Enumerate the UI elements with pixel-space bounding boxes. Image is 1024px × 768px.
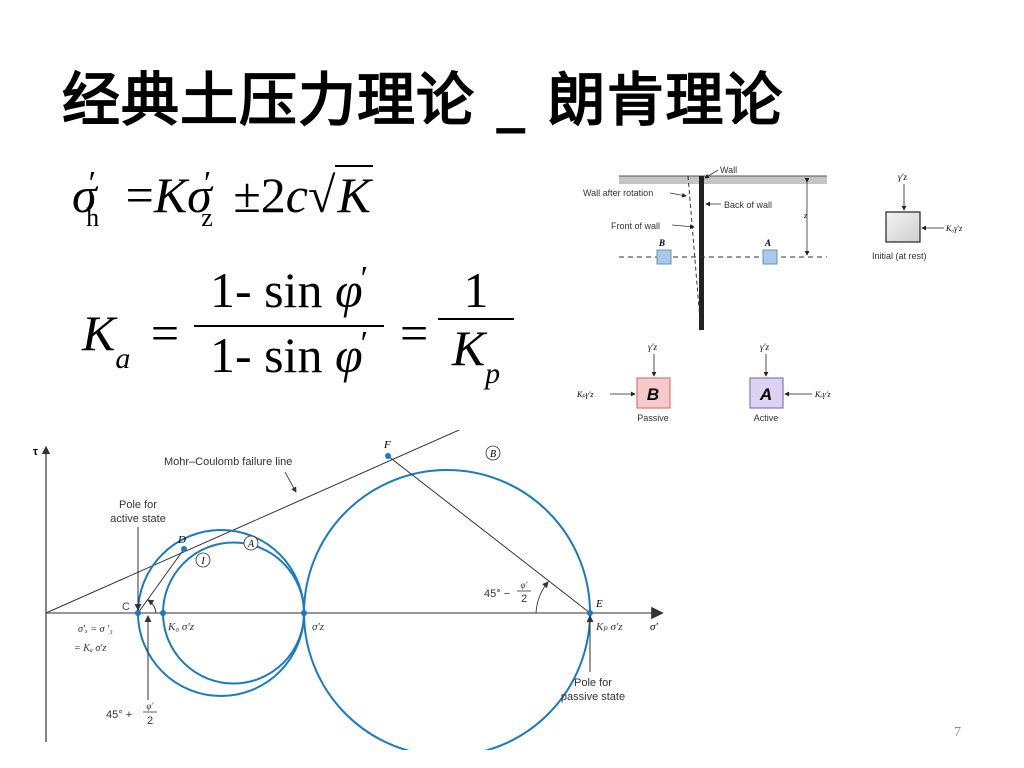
svg-text:φ': φ' [521,580,529,590]
point-c [135,610,141,616]
equals-sign: = [125,167,154,223]
k-symbol: K [153,167,188,223]
pole-passive-label-2: passive state [561,691,625,703]
initial-vertical-stress-label: γ'z [898,172,907,182]
tau-axis-label: τ [33,446,38,458]
mohr-circle-diagram: τ σ' Mohr–Coulomb failure line D F C E A… [33,430,664,750]
denominator-kp: Kp [451,320,501,390]
point-sigma-z [301,610,307,616]
wall-diagram: B A z Wall Wall after rotation Back of w… [576,165,963,423]
element-b-square [656,249,672,265]
slide-title: 经典土压力理论 _ 朗肯理论 [62,66,784,134]
pole-active-label-2: active state [110,513,166,525]
rotated-wall-line [687,175,701,321]
circle-passive-b [303,469,591,750]
element-a-square [762,249,778,265]
c-symbol: c [285,167,308,223]
active-horizontal-stress-label: Kₐγ'z [814,390,832,399]
ground-surface [619,176,827,184]
fraction-bar [194,325,384,327]
point-k0 [160,610,166,616]
equals-sign-2: = [400,305,429,361]
passive-element-square [636,377,671,409]
passive-horizontal-stress-label: Kₚγ'z [576,390,594,399]
sigma-x-label: σ'ₓ = σ '₃ [78,624,113,635]
sigma-symbol: σ [72,167,97,223]
denominator: 1- sin φ′ [209,325,369,383]
prime-mark-2: ′ [203,165,212,202]
svg-text:2: 2 [521,593,527,605]
kp-sigma-label: Kₚ σ'z [595,621,623,633]
sqrt-icon: √ [307,167,336,223]
subscript-a: a [115,342,131,375]
pole-line-active [137,548,185,614]
fraction-bar-2 [438,318,514,320]
sigma-symbol-2: σ [187,167,212,223]
subscript-z: z [201,203,213,232]
svg-text:φ': φ' [147,701,155,711]
numerator: 1- sin φ′ [209,260,369,318]
passive-caption: Passive [637,413,669,423]
circle-label-b: B [490,449,496,460]
prime-mark: ′ [88,165,97,202]
point-d [181,546,187,552]
k0-sigma-label: K₀ σ'z [167,621,195,633]
point-f [385,453,391,459]
passive-vertical-stress-label: γ'z [648,342,657,352]
failure-line-label: Mohr–Coulomb failure line [164,456,292,468]
point-e [587,610,593,616]
active-element-square [749,377,784,409]
pole-line-passive [387,455,591,614]
fraction-sin: 1- sin φ′ 1- sin φ′ [194,260,384,390]
initial-horizontal-stress-label: K₀γ'z [945,224,963,233]
label-c: C [122,601,130,613]
angle-active-label: 45° + [106,709,132,721]
initial-element-square [885,211,921,243]
circle-label-i: I [200,556,205,567]
wall-label: Wall [720,165,737,175]
element-a-label: A [764,238,771,248]
equals-sign: = [150,305,180,361]
sigma-z-label: σ'z [312,621,325,633]
front-of-wall-label: Front of wall [611,221,660,231]
element-b-label: B [658,238,665,248]
k-symbol: K [82,305,116,361]
ka-sigma-z-label: = Kₐ σ'z [74,643,106,654]
sigma-axis-label: σ' [650,621,658,633]
initial-caption: Initial (at rest) [872,251,927,261]
active-vertical-stress-label: γ'z [760,342,769,352]
passive-element: γ'z B Kₚγ'z Passive [576,342,671,423]
wall-icon [699,176,704,330]
svg-text:2: 2 [147,715,153,727]
pole-passive-label-1: Pole for [574,677,612,689]
pole-active-label-1: Pole for [119,499,157,511]
label-e: E [595,598,603,610]
passive-letter: B [647,385,659,404]
angle-passive-label: 45° − [484,588,510,600]
active-element: γ'z A Kₐγ'z Active [749,342,832,423]
active-caption: Active [754,413,779,423]
initial-element: γ'z K₀γ'z Initial (at rest) [872,172,963,261]
label-d: D [177,534,186,546]
label-f: F [383,439,391,451]
subscript-h: h [86,203,100,232]
failure-line [45,430,461,614]
fraction-kp: 1 Kp [438,262,514,390]
plus-minus-term: ±2 [233,167,286,223]
numerator-one: 1 [463,262,489,318]
wall-after-rotation-label: Wall after rotation [583,188,653,198]
depth-label: z [803,211,808,220]
back-of-wall-label: Back of wall [724,200,772,210]
circle-label-a: A [247,539,255,550]
page-number: 7 [954,725,961,740]
formula-horizontal-stress: σ′h =Kσ′z ±2c√K [72,165,373,234]
formula-ka: Ka = 1- sin φ′ 1- sin φ′ = 1 Kp [82,260,532,412]
sqrt-argument: K [335,165,373,223]
active-letter: A [759,385,772,404]
